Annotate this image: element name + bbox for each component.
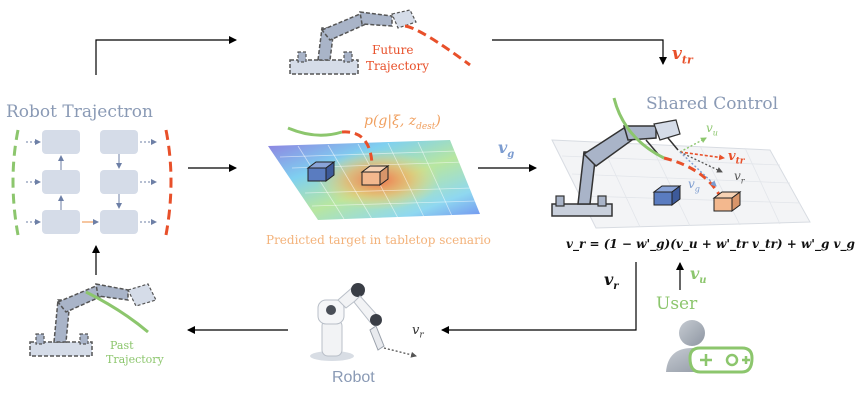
diagram-canvas bbox=[11, 9, 811, 374]
blending-equation: v_r = (1 − w'_g)(v_u + w'_tr v_tr) + w'_… bbox=[566, 237, 855, 251]
network-node bbox=[42, 210, 80, 234]
v-u-scene-label: vu bbox=[706, 121, 718, 138]
robot-arm-real bbox=[310, 283, 417, 361]
arrow-shared-to-robot bbox=[441, 262, 637, 334]
past-trajectory-label-2: Trajectory bbox=[106, 353, 164, 366]
v-g-scene-label: vg bbox=[688, 177, 700, 194]
v-r-robot-label: vr bbox=[412, 323, 424, 341]
orange-cube bbox=[360, 165, 390, 186]
v-tr-top-label: vtr bbox=[672, 44, 693, 67]
network-node bbox=[100, 170, 138, 194]
robot-arm-past bbox=[29, 283, 157, 357]
flow-arrows bbox=[92, 36, 684, 334]
robot-label: Robot bbox=[332, 369, 375, 386]
shared-control-scene bbox=[551, 97, 811, 229]
shared-robot-arm bbox=[551, 119, 681, 217]
network-node bbox=[42, 170, 80, 194]
future-trajectory-label-2: Trajectory bbox=[366, 59, 429, 73]
v-tr-scene-label: vtr bbox=[728, 149, 745, 167]
user-label: User bbox=[656, 294, 698, 314]
future-trajectory-label-1: Future bbox=[372, 43, 414, 57]
network-node bbox=[100, 210, 138, 234]
orange-cube bbox=[712, 191, 742, 212]
trajectron-network bbox=[11, 129, 173, 236]
arrow-trajectron-to-future bbox=[95, 36, 237, 75]
input-green-bracket bbox=[11, 129, 20, 236]
network-node bbox=[100, 130, 138, 154]
gamepad-icon bbox=[688, 346, 754, 374]
past-trajectory-label-1: Past bbox=[110, 339, 134, 352]
shared-control-title: Shared Control bbox=[646, 94, 779, 114]
user-icon bbox=[666, 320, 754, 374]
v-g-arrow-label: vg bbox=[498, 138, 515, 161]
heatmap-tabletop bbox=[268, 126, 480, 220]
v-r-scene-label: vr bbox=[734, 169, 745, 186]
network-node bbox=[42, 130, 80, 154]
blue-cube bbox=[306, 161, 336, 182]
predicted-target-caption: Predicted target in tabletop scenario bbox=[266, 233, 491, 247]
output-red-bracket bbox=[164, 129, 173, 236]
diagram-stage: Robot Trajectron Shared Control Future T… bbox=[6, 9, 855, 386]
blue-cube bbox=[652, 185, 682, 206]
v-r-arrow-label: vr bbox=[604, 270, 619, 293]
robot-arm-future bbox=[289, 9, 471, 75]
v-u-arrow-label: vu bbox=[690, 264, 707, 287]
velocity-vectors bbox=[679, 137, 725, 187]
probability-expression: p(g|ξ, zdest) bbox=[364, 113, 441, 132]
arrow-future-to-shared bbox=[492, 39, 667, 65]
robot-trajectron-title: Robot Trajectron bbox=[6, 102, 153, 122]
